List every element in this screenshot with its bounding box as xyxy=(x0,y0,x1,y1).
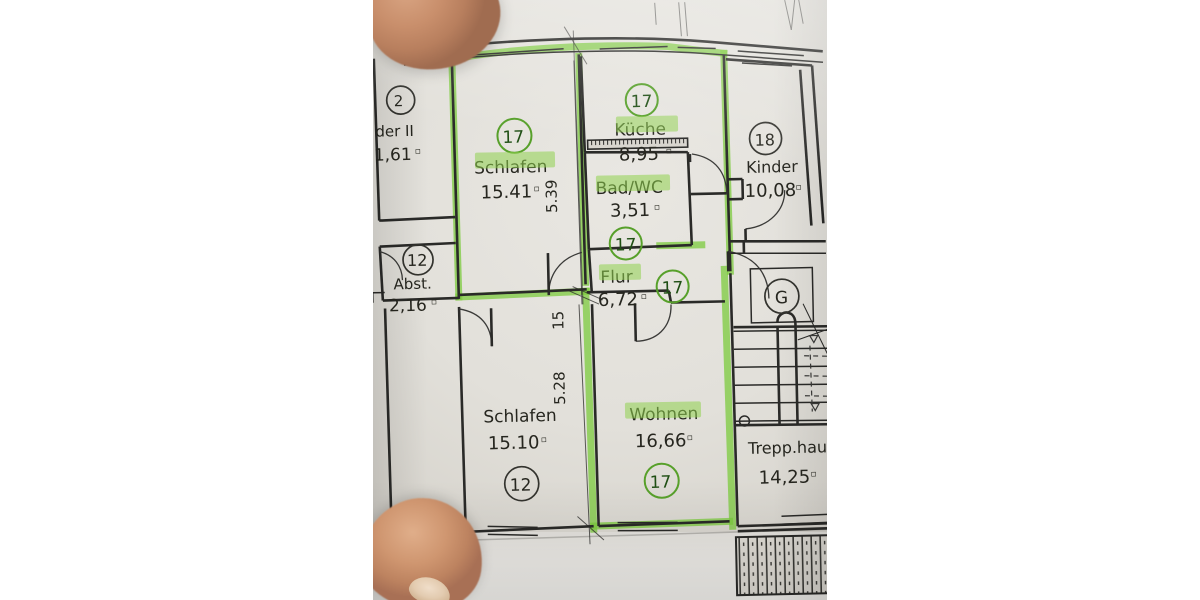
room-area-kueche: 8,95 xyxy=(619,144,660,166)
dimension-539: 5.39 xyxy=(542,179,561,213)
room-area-schlafen-left: 15.41 xyxy=(480,181,532,203)
room-marker-label-abst: 12 xyxy=(407,251,428,270)
stray-text-m: m xyxy=(433,573,452,595)
unit-kinder-right: ▫ xyxy=(796,183,802,193)
room-marker-kinder-left xyxy=(385,85,416,115)
floor-plan-photo: .w { stroke:#2a2a28; stroke-width:2.6; f… xyxy=(373,0,827,600)
room-label-bad-wc: Bad/WC xyxy=(595,178,663,199)
room-marker-flur xyxy=(655,269,690,304)
room-marker-label-wohnen: 17 xyxy=(650,473,672,493)
unit-flur: ▫ xyxy=(641,292,647,302)
room-label-abst: Abst. xyxy=(393,275,432,294)
room-marker-abst xyxy=(402,243,434,276)
room-area-abst: 2,16 xyxy=(389,296,427,317)
unit-bad-wc: ▫ xyxy=(654,203,660,213)
unit-kinder-left: ▫ xyxy=(415,147,421,157)
room-marker-label-bad-wc: 17 xyxy=(615,235,637,255)
unit-abst: ▫ xyxy=(431,297,437,307)
unit-schlafen-left: ▫ xyxy=(533,184,539,194)
room-marker-label-schlafen-lower: 12 xyxy=(510,475,532,495)
room-label-wohnen: Wohnen xyxy=(629,404,698,425)
room-marker-label-kueche: 17 xyxy=(631,92,653,112)
dimension-15: 15 xyxy=(549,311,567,330)
room-marker-bad-wc xyxy=(608,226,643,261)
room-area-kinder-right: 10,08 xyxy=(744,180,796,202)
room-area-schlafen-lower: 15.10 xyxy=(488,432,540,454)
room-marker-label-kinder-right: 18 xyxy=(754,130,775,149)
room-marker-label-schlafen-left: 17 xyxy=(502,128,524,148)
room-marker-schlafen-lower xyxy=(503,465,540,502)
room-marker-wohnen xyxy=(643,462,680,499)
room-area-kinder-left: 1,61 xyxy=(374,145,412,166)
room-area-bad-wc: 3,51 xyxy=(610,200,651,222)
room-label-kinder-left: der II xyxy=(375,122,414,141)
room-label-schlafen-lower: Schlafen xyxy=(483,406,557,428)
unit-schlafen-lower: ▫ xyxy=(541,435,547,445)
room-marker-label-kinder-left: 2 xyxy=(394,92,404,110)
room-label-kinder-right: Kinder xyxy=(746,157,798,177)
unit-wohnen: ▫ xyxy=(687,433,693,443)
room-marker-label-treppenhaus: G xyxy=(775,288,789,308)
dimension-528: 5.28 xyxy=(550,371,569,405)
floor-plan-drawing: .w { stroke:#2a2a28; stroke-width:2.6; f… xyxy=(373,0,827,597)
room-area-wohnen: 16,66 xyxy=(635,430,687,452)
room-area-treppenhaus: 14,25 xyxy=(758,467,810,489)
room-label-schlafen-left: Schlafen xyxy=(474,157,548,179)
unit-kueche: ▫ xyxy=(666,146,672,156)
room-marker-label-flur: 17 xyxy=(661,278,683,298)
room-marker-treppenhaus xyxy=(764,278,800,315)
room-label-flur: Flur xyxy=(600,267,633,288)
unit-treppenhaus: ▫ xyxy=(811,469,817,479)
room-marker-kinder-right xyxy=(748,121,783,156)
room-label-treppenhaus: Trepp.hau xyxy=(747,437,827,458)
room-label-kueche: Küche xyxy=(614,120,666,141)
room-area-flur: 6,72 xyxy=(598,289,639,311)
